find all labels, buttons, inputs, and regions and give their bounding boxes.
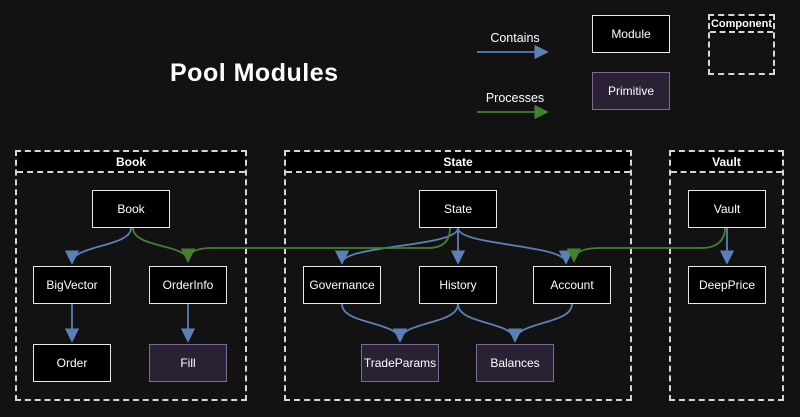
- node-account: Account: [533, 266, 611, 304]
- container-state-title: State: [286, 152, 630, 173]
- node-orderinfo: OrderInfo: [149, 266, 227, 304]
- node-tradeparams: TradeParams: [361, 344, 439, 382]
- node-order: Order: [33, 344, 111, 382]
- node-vault: Vault: [688, 190, 766, 228]
- legend-component-box: Component: [708, 14, 775, 75]
- node-bigvector: BigVector: [33, 266, 111, 304]
- node-state: State: [419, 190, 497, 228]
- container-vault: Vault: [669, 150, 784, 401]
- container-book: Book: [15, 150, 247, 401]
- legend-component-label: Component: [710, 16, 773, 33]
- node-book: Book: [92, 190, 170, 228]
- page-title: Pool Modules: [170, 59, 339, 87]
- node-deepprice: DeepPrice: [688, 266, 766, 304]
- container-state: State: [284, 150, 632, 401]
- container-book-title: Book: [17, 152, 245, 173]
- node-history: History: [419, 266, 497, 304]
- legend-module-box: Module: [592, 15, 670, 53]
- node-governance: Governance: [303, 266, 381, 304]
- node-fill: Fill: [149, 344, 227, 382]
- node-balances: Balances: [476, 344, 554, 382]
- legend-contains-label: Contains: [490, 31, 540, 45]
- container-vault-title: Vault: [671, 152, 782, 173]
- legend-primitive-box: Primitive: [592, 72, 670, 110]
- legend-processes-label: Processes: [485, 91, 545, 105]
